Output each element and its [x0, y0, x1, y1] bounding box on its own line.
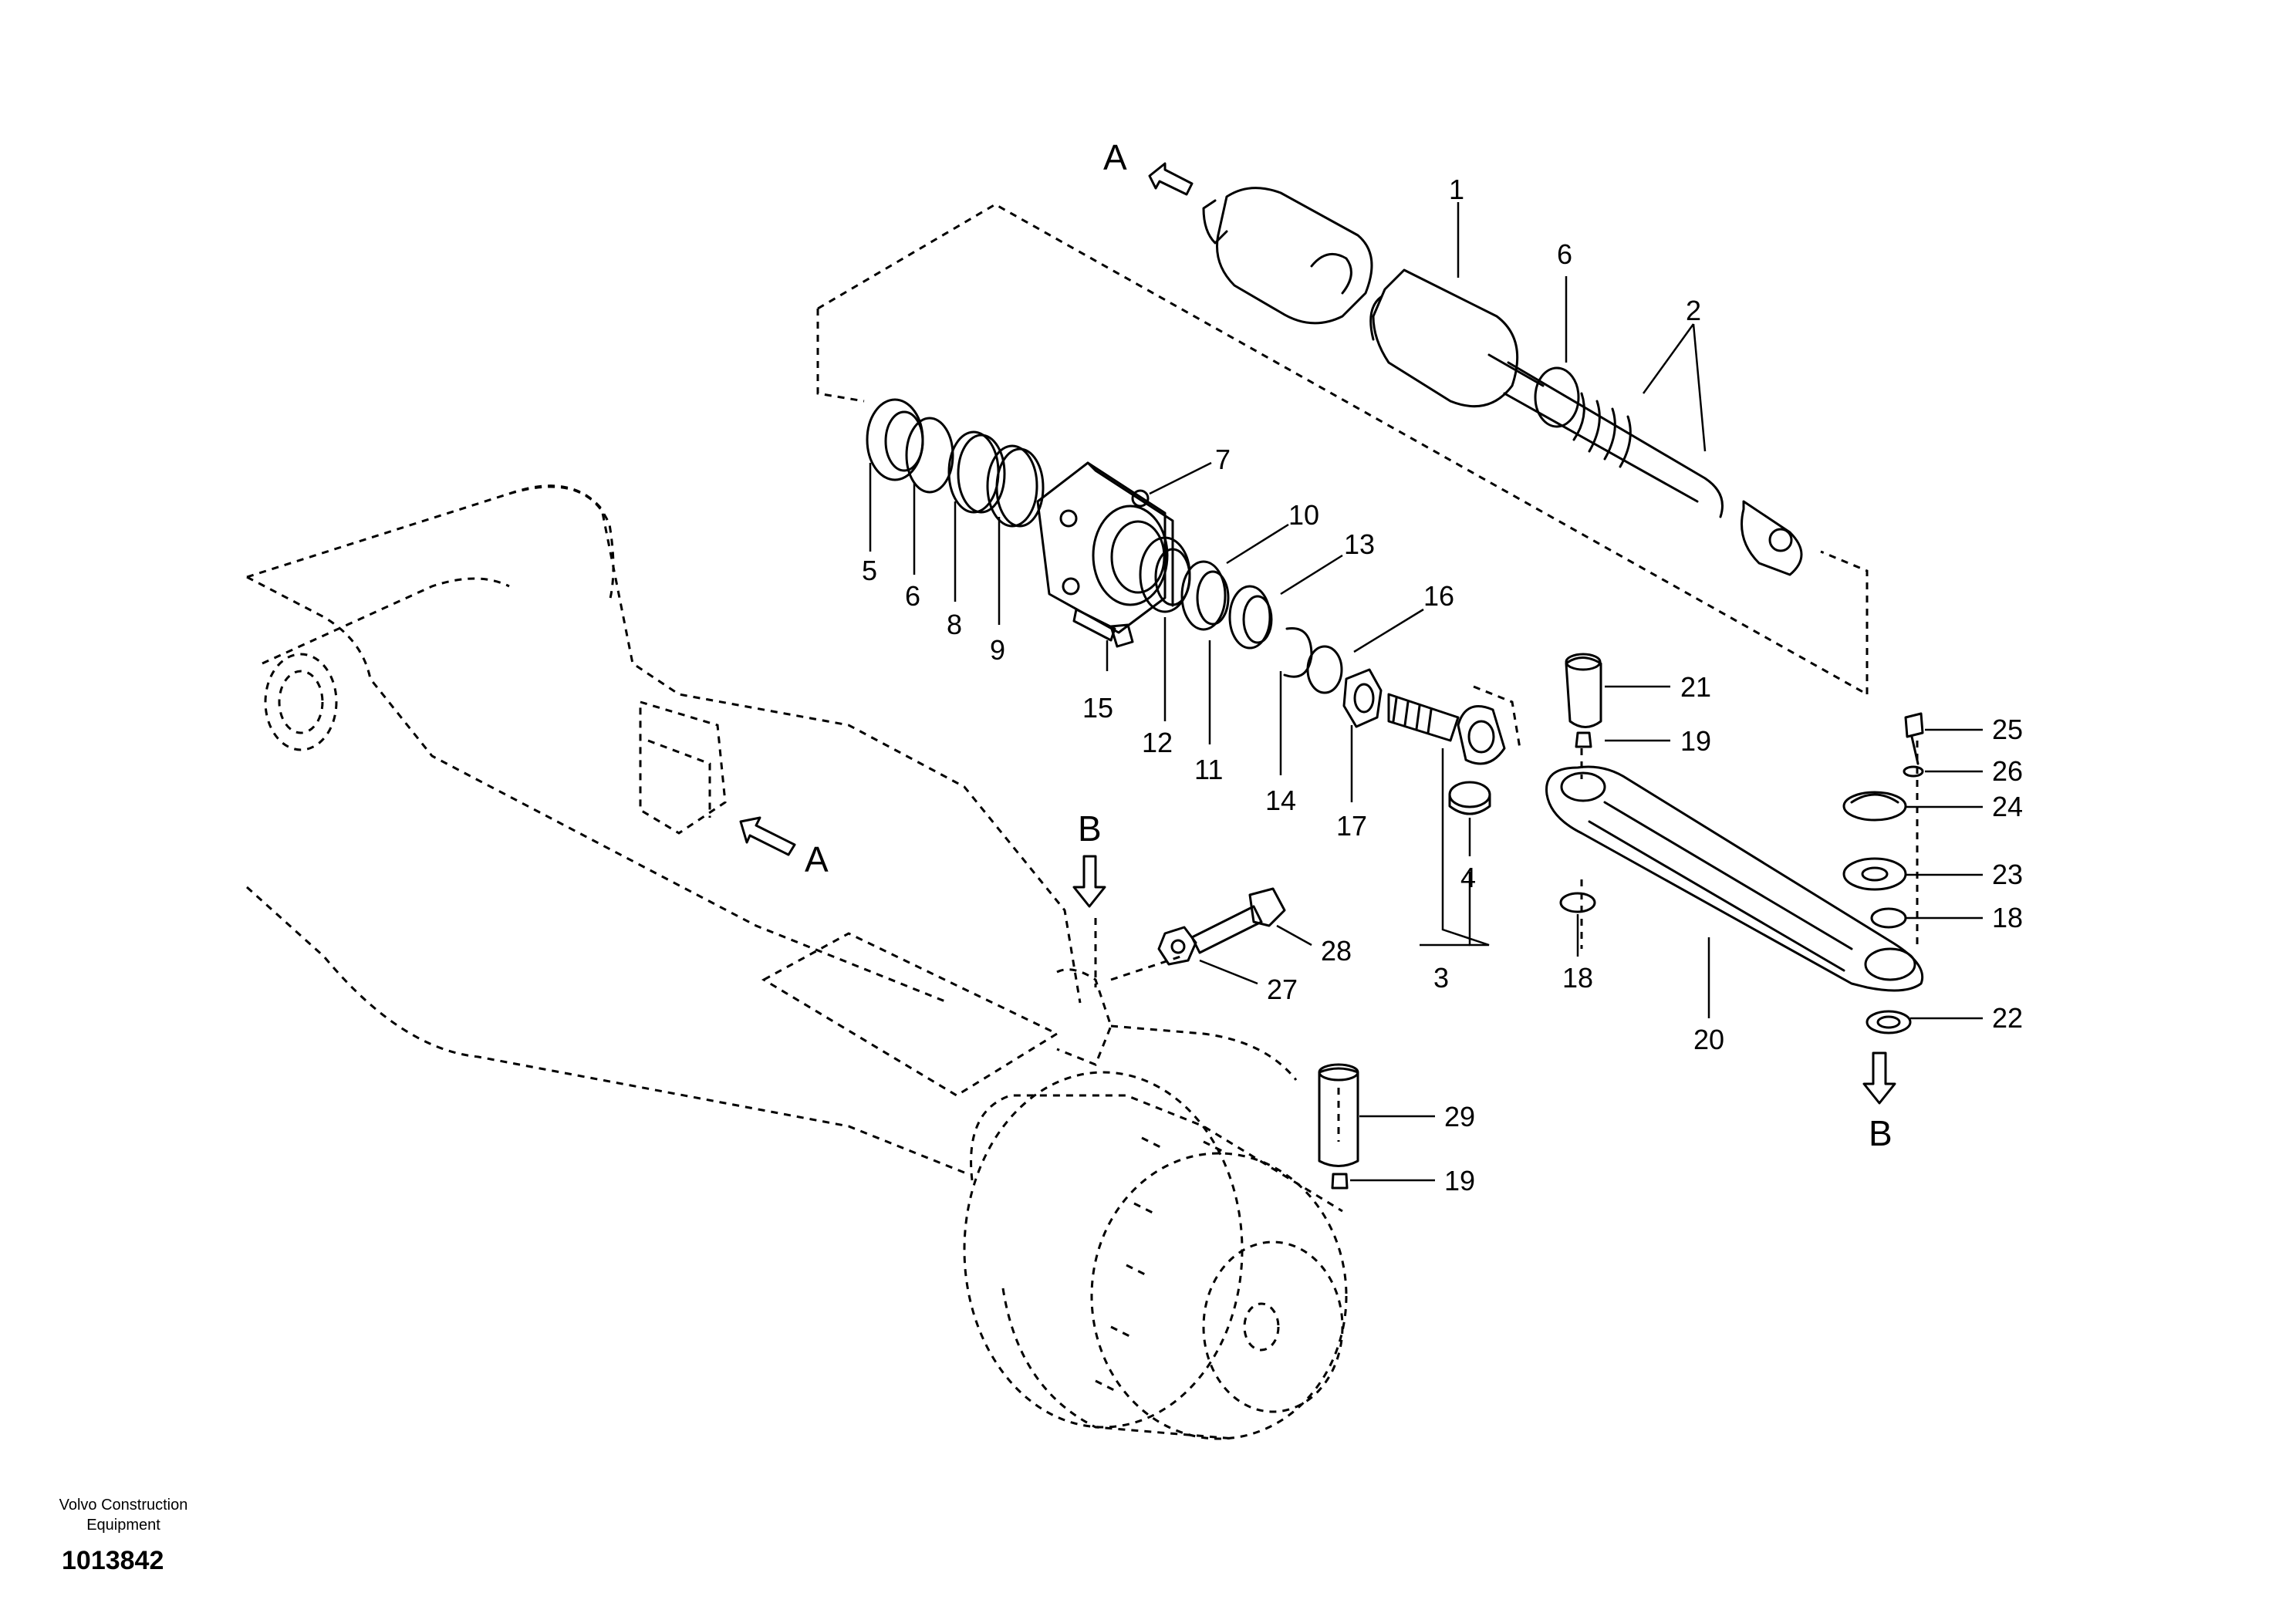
steering-cylinder	[1202, 187, 1803, 576]
drawing-number: 1013842	[62, 1546, 164, 1575]
callout-leaders	[869, 202, 1983, 1182]
rod-end-assembly	[1306, 645, 1506, 815]
callout-1: 1	[1449, 174, 1464, 205]
callout-8: 8	[947, 609, 962, 640]
view-marker-b-center: B	[1078, 808, 1102, 849]
callout-6-left: 6	[905, 580, 920, 612]
callout-17: 17	[1336, 810, 1367, 842]
callout-4: 4	[1460, 862, 1476, 893]
callout-16: 16	[1423, 580, 1454, 612]
view-arrows	[739, 162, 1896, 1105]
callout-6-top: 6	[1557, 238, 1572, 270]
callout-12: 12	[1142, 727, 1173, 758]
cylinder-gland-flange	[1036, 461, 1174, 634]
callout-23: 23	[1992, 859, 2023, 890]
callout-18-right: 18	[1992, 902, 2023, 933]
callout-14: 14	[1265, 785, 1296, 816]
view-marker-labels: A A B B	[805, 137, 1893, 1153]
steering-arm	[1545, 765, 1923, 992]
brand-line-2: Equipment	[86, 1517, 160, 1534]
callout-25: 25	[1992, 714, 2023, 745]
callout-26: 26	[1992, 755, 2023, 787]
callout-5: 5	[862, 555, 877, 586]
assembly-guide-lines	[816, 203, 1919, 1142]
callout-19-top: 19	[1680, 725, 1711, 757]
callout-24: 24	[1992, 791, 2023, 822]
bolt-28-nut-27	[1157, 887, 1286, 966]
callout-20: 20	[1693, 1024, 1724, 1055]
callout-11: 11	[1194, 754, 1223, 785]
gland-seals	[1139, 536, 1313, 678]
callout-7: 7	[1215, 444, 1231, 475]
callout-10: 10	[1288, 499, 1319, 531]
callout-19-bottom: 19	[1444, 1165, 1475, 1196]
axle-housing-outline	[245, 484, 1348, 1440]
callout-21: 21	[1680, 671, 1711, 703]
callout-18-left: 18	[1562, 962, 1593, 994]
view-marker-a-top: A	[1103, 137, 1127, 177]
bolt-15	[1072, 608, 1134, 648]
callout-29: 29	[1444, 1101, 1475, 1132]
callout-9: 9	[990, 634, 1005, 666]
pin-29-set	[1318, 1063, 1359, 1190]
callout-27: 27	[1267, 974, 1298, 1005]
seal-rings	[866, 398, 1045, 528]
callout-15: 15	[1082, 692, 1113, 724]
callout-13: 13	[1344, 528, 1375, 560]
callout-numbers: 1 2 6 7 5 6 8 9 10 13 16 15 12 11 14 17 …	[862, 174, 2023, 1196]
view-marker-a-left: A	[805, 839, 829, 879]
brand-line-1: Volvo Construction	[59, 1497, 188, 1514]
callout-2: 2	[1686, 295, 1701, 326]
view-marker-b-right: B	[1869, 1113, 1893, 1153]
callout-28: 28	[1321, 935, 1352, 967]
footer-brand-block: Volvo Construction Equipment 1013842	[31, 1495, 216, 1576]
callout-3: 3	[1433, 962, 1449, 994]
pin-21-set	[1559, 653, 1602, 913]
callout-22: 22	[1992, 1002, 2023, 1034]
